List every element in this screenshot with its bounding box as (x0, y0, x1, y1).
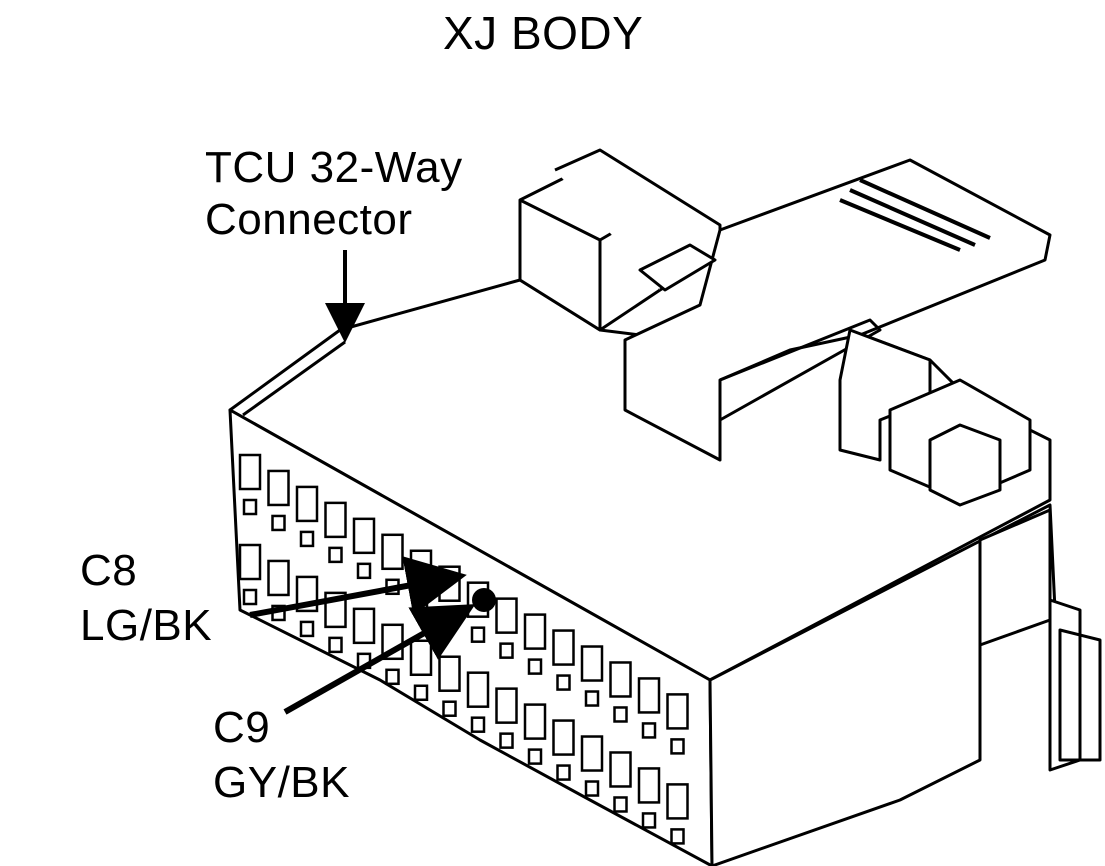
cavity (584, 780, 600, 797)
cavity (552, 629, 575, 666)
cavity (495, 687, 518, 724)
cavity (381, 533, 404, 571)
cavity (613, 706, 628, 723)
cavity (470, 716, 486, 733)
cavity (470, 626, 486, 643)
cavity (609, 661, 632, 698)
cavity (295, 485, 319, 523)
cavity (242, 588, 258, 606)
cavity (580, 645, 604, 682)
cavity (271, 514, 286, 532)
callout-c9-wire: GY/BK (213, 758, 350, 807)
cavity (637, 767, 661, 804)
cavity (413, 684, 429, 702)
cavity (580, 735, 604, 772)
cavity (356, 562, 372, 580)
c9-terminal-dot (472, 588, 496, 612)
cavity (499, 642, 514, 659)
cavity (637, 677, 661, 714)
cavity (584, 690, 600, 707)
callout-c8-id: C8 (80, 546, 138, 595)
cavity (299, 530, 315, 548)
cavity (324, 501, 347, 539)
cavity (641, 722, 657, 739)
cavity (499, 732, 514, 749)
cavity (328, 546, 343, 564)
cavity (352, 517, 376, 555)
cavity (666, 693, 689, 730)
callout-c8-wire: LG/BK (80, 601, 213, 650)
cavity (409, 639, 433, 677)
cavity (670, 738, 685, 755)
callout-c9-id: C9 (213, 703, 271, 752)
cavity (556, 764, 571, 781)
cavity (267, 469, 290, 507)
diagram-title: XJ BODY (443, 7, 644, 59)
cavity (442, 700, 457, 717)
cavity (523, 703, 547, 740)
cavity (238, 543, 262, 581)
cavity (666, 783, 689, 820)
cavity (609, 751, 632, 788)
cavity (552, 719, 575, 756)
cavity (238, 453, 262, 491)
cavity (527, 658, 543, 675)
cavity (328, 636, 343, 654)
cavity (299, 620, 315, 638)
cavity (670, 828, 685, 845)
cavity (438, 655, 461, 692)
c8-leader-arrow (249, 556, 467, 618)
cavity (413, 594, 429, 612)
cavity (495, 597, 518, 634)
cavity (523, 613, 547, 650)
cavity (385, 668, 400, 686)
cavity (613, 796, 628, 813)
connector-label-line2: Connector (205, 195, 413, 244)
cavity (242, 498, 258, 516)
cavity (556, 674, 571, 691)
cavity (527, 748, 543, 765)
connector-label-line1: TCU 32-Way (205, 143, 463, 192)
cavity (352, 607, 376, 645)
cavity (267, 559, 290, 597)
cavity (641, 812, 657, 829)
cavity (438, 565, 461, 602)
c9-leader-arrow (283, 604, 476, 715)
cavity (466, 671, 490, 708)
